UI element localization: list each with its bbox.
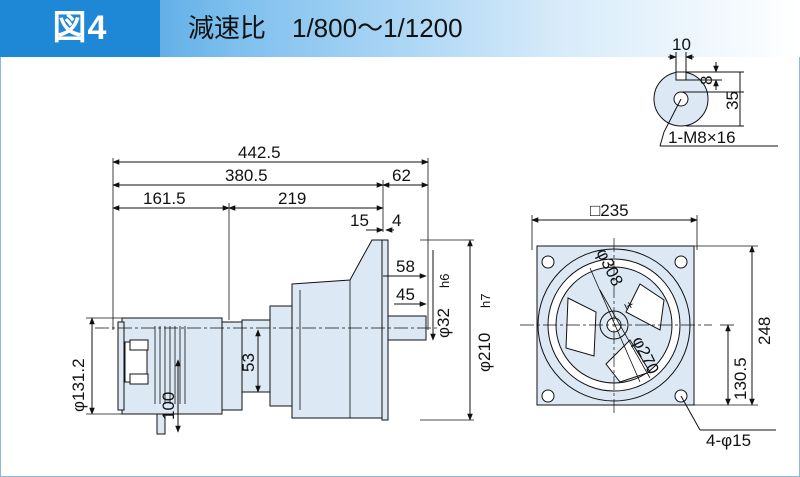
dim-100: 100 [159,392,178,420]
dim-442-5: 442.5 [238,143,281,162]
dim-219: 219 [278,189,306,208]
dim-motor-dia: φ131.2 [69,358,88,412]
dim-380-5: 380.5 [225,166,268,185]
dim-spigot-tol: h7 [478,294,493,308]
shaft-end-detail [653,52,778,147]
dim-shaft-dia: φ32 [434,308,453,338]
figure-header: 図4 減速比 1/800～1/1200 [0,0,800,57]
dim-53: 53 [239,353,258,372]
tap-spec: 1-M8×16 [668,128,736,147]
figure-label: 図4 [0,0,160,57]
figure-title: 減速比 1/800～1/1200 [188,13,463,43]
dim-15: 15 [350,211,369,230]
dim-4: 4 [392,211,401,230]
dim-62: 62 [392,166,411,185]
dim-10: 10 [672,35,691,54]
dim-holes: 4-φ15 [706,431,751,450]
dim-8: 8 [697,76,716,85]
dim-58: 58 [396,257,415,276]
dim-248: 248 [755,317,774,345]
dim-45: 45 [396,285,415,304]
dim-130-5: 130.5 [731,357,750,400]
dim-shaft-tol: h6 [437,274,452,288]
side-view [86,158,474,435]
dim-spigot-dia: φ210 [475,333,494,372]
keyway [675,71,687,81]
front-view [520,215,776,431]
dim-35: 35 [723,91,742,110]
dim-flange-square: □235 [590,201,629,220]
dim-161-5: 161.5 [143,189,186,208]
